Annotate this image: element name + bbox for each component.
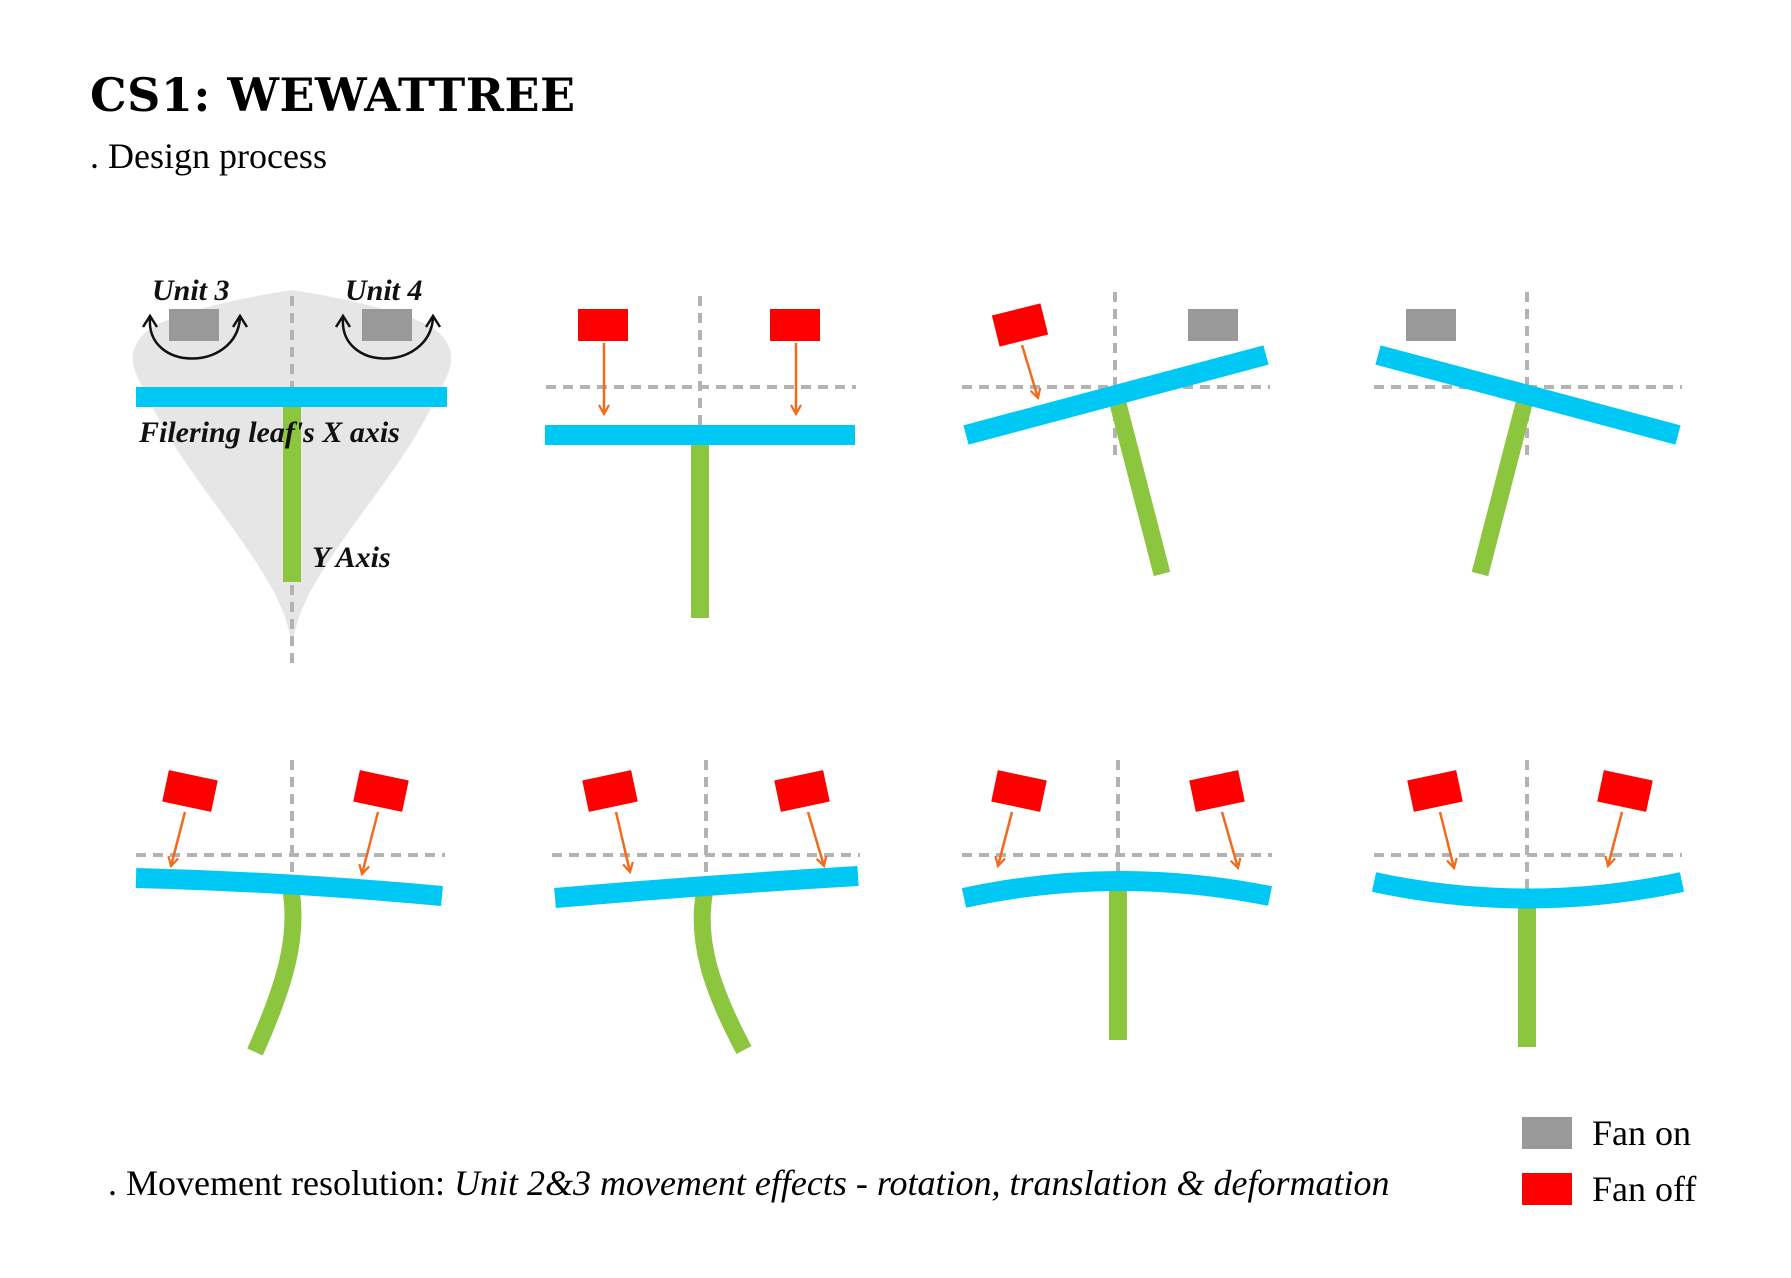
leaf [1375,345,1681,445]
panel-deformation-3 [961,760,1272,1040]
airflow-arrow [806,811,824,866]
panel-rotation-left [962,292,1270,577]
fan-off-left [582,770,638,812]
fan-unit-3 [169,309,219,341]
caption-italic: Unit 2&3 movement effects - rotation, tr… [453,1163,1390,1203]
panel-deformation-2 [552,760,860,1054]
airflow-arrow [171,811,187,866]
stem [1109,885,1127,1040]
stem [1471,389,1536,577]
fan-off-right [774,770,830,812]
airflow-arrow [1438,811,1454,868]
legend-label: Fan on [1592,1113,1691,1153]
fan-unit-4 [362,309,412,341]
airflow-arrow [1220,811,1238,868]
page-subtitle: . Design process [90,136,327,176]
legend-item-fan-on: Fan on [1522,1105,1696,1161]
stem [1518,892,1536,1047]
arrowhead-icon [231,313,249,328]
airflow-arrow [614,811,630,872]
fan-off-left [991,303,1049,347]
stem [283,402,301,582]
leaf [961,871,1272,908]
arrowhead-icon [334,313,352,328]
airflow-arrow [998,811,1014,866]
fan-off-right [770,309,820,341]
legend-item-fan-off: Fan off [1522,1161,1696,1217]
panel-reference: Unit 3 Unit 4 Filering leaf's X axis Y A… [132,274,452,668]
airflow-arrow [1608,811,1624,866]
label-x-axis: Filering leaf's X axis [138,416,400,449]
label-y-axis: Y Axis [312,541,391,574]
airflow-arrow [362,811,380,874]
label-unit-4: Unit 4 [345,274,423,307]
rotation-arrow-unit-4 [341,317,435,360]
fan-on-left [1406,309,1456,341]
leaf [554,866,859,908]
rotation-arrow-unit-3 [148,317,242,360]
panel-deformation-4 [1371,760,1685,1047]
fan-on-right [1188,309,1238,341]
fan-off-left [578,309,628,341]
arrowhead-icon [424,313,442,328]
caption: . Movement resolution: Unit 2&3 movement… [108,1162,1390,1204]
panel-rotation-right [1374,292,1682,577]
page-title: CS1: WEWATTREE [90,68,576,122]
fan-off-right [1597,770,1653,812]
leaf [1371,872,1685,909]
fan-off-right [353,770,409,812]
legend-label: Fan off [1592,1169,1697,1209]
fan-off-right [1189,770,1245,812]
leaf [963,345,1269,445]
leaf [135,868,443,906]
stem [247,883,302,1056]
fan-off-swatch [1522,1173,1572,1205]
legend: Fan on Fan off [1522,1105,1696,1217]
leaf [545,425,855,445]
caption-prefix: . Movement resolution: [108,1163,454,1203]
stem [1106,389,1171,577]
stem [693,888,752,1054]
leaf [136,387,447,407]
arrowhead-icon [141,313,159,328]
fan-off-left [1407,770,1463,812]
stem [691,435,709,618]
label-unit-3: Unit 3 [152,274,230,307]
panel-deformation-1 [135,760,445,1056]
airflow-arrow [1020,344,1038,398]
fan-on-swatch [1522,1117,1572,1149]
fan-off-left [162,770,218,812]
panel-translation [545,296,856,618]
fan-off-left [991,770,1047,812]
